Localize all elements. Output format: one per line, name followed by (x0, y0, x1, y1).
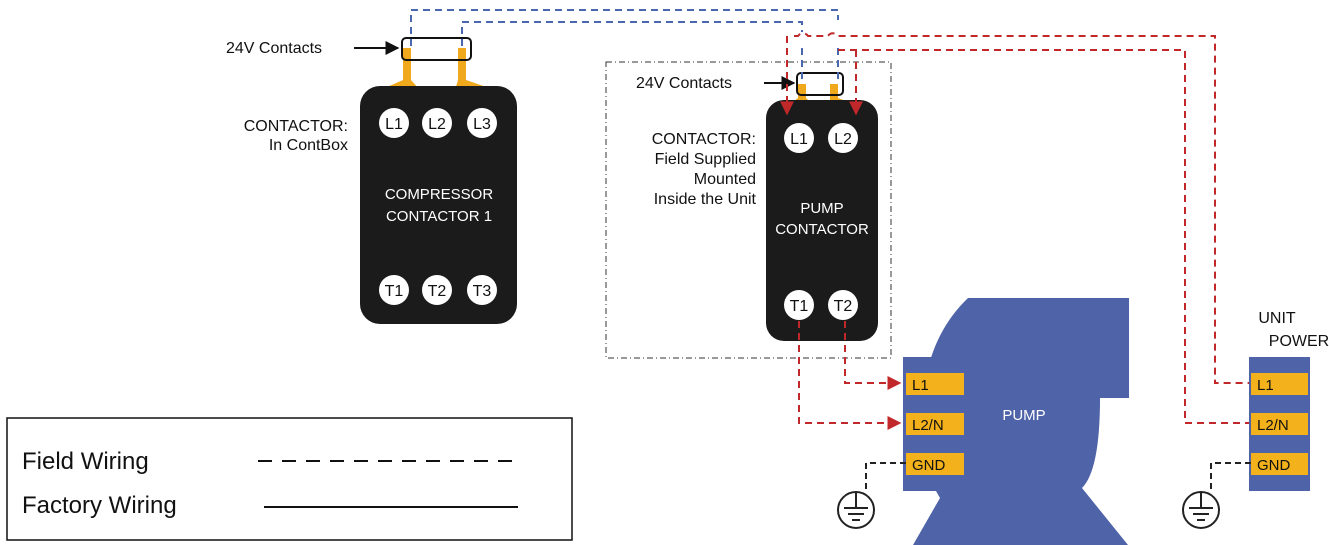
field-supplied-enclosure (605, 61, 892, 359)
compressor-terminal-t1: T1 (379, 275, 409, 305)
legend-factory-wiring-label: Factory Wiring (22, 492, 177, 519)
unit-power-terminal-gnd-label: GND (1257, 457, 1291, 474)
control-wiring (410, 9, 839, 84)
power-wire-hop-1 (794, 32, 1249, 384)
pump-contactor-terminal-l1-label: L1 (790, 131, 808, 148)
compressor-contacts-box (401, 37, 472, 61)
compressor-terminal-l3-label: L3 (473, 116, 491, 133)
compressor-terminal-t3-label: T3 (473, 283, 492, 300)
pump-contactor-terminal-t2: T2 (828, 290, 858, 320)
unit-power-terminal-gnd: GND (1251, 453, 1308, 475)
pump-contactor-label-4: Inside the Unit (654, 191, 757, 208)
compressor-contact-tab-right (455, 48, 495, 90)
compressor-terminal-t3: T3 (467, 275, 497, 305)
control-wire-outer (410, 9, 839, 46)
pump-terminal-gnd: GND (906, 453, 964, 475)
pump-contactor-title-1: PUMP (800, 200, 843, 217)
pump-contactor-terminal-t1-label: T1 (790, 298, 809, 315)
pump-terminal-l2n-label: L2/N (912, 417, 944, 434)
ground-icon (837, 491, 875, 529)
power-wire-hop-2 (838, 49, 1249, 424)
pump-contactor-label-3: Mounted (694, 171, 756, 188)
power-wire-t2-out (844, 321, 902, 390)
compressor-contactor-label-2: In ContBox (269, 137, 348, 154)
unit-power-terminal-l2n: L2/N (1251, 413, 1308, 435)
compressor-terminal-t2: T2 (422, 275, 452, 305)
pump-contactor-terminal-l2: L2 (828, 123, 858, 153)
pump-contacts-label: 24V Contacts (636, 75, 732, 92)
compressor-terminal-l1-label: L1 (385, 116, 403, 133)
pump-contactor-terminal-l1: L1 (784, 123, 814, 153)
power-wiring (780, 32, 1249, 430)
unit-power-terminal-l1: L1 (1251, 373, 1308, 395)
compressor-title-1: COMPRESSOR (385, 186, 494, 203)
compressor-terminal-l1: L1 (379, 108, 409, 138)
compressor-terminal-l2: L2 (422, 108, 452, 138)
pump-ground-wire (865, 462, 906, 490)
ground-icon (1182, 491, 1220, 529)
pump-contactor-terminal-l2-label: L2 (834, 131, 852, 148)
pump-contacts-box (796, 72, 844, 96)
compressor-terminal-t1-label: T1 (385, 283, 404, 300)
unit-power-label-2: POWER (1269, 333, 1329, 350)
pump-terminal-gnd-label: GND (912, 457, 946, 474)
unit-power-terminal-l2n-label: L2/N (1257, 417, 1289, 434)
pump-terminal-l1-label: L1 (912, 377, 929, 394)
unit-ground-wire (1210, 462, 1251, 490)
pump-terminal-l2n: L2/N (906, 413, 964, 435)
control-wire-inner (461, 21, 803, 46)
compressor-contacts-label: 24V Contacts (226, 40, 322, 57)
pump-contactor: L1 L2 PUMP CONTACTOR T1 T2 (766, 84, 878, 341)
legend-field-wiring-label: Field Wiring (22, 448, 149, 475)
pump-contactor-title-2: CONTACTOR (775, 221, 869, 238)
unit-power-label-1: UNIT (1258, 310, 1296, 327)
pump-contactor-terminal-t1: T1 (784, 290, 814, 320)
pump-contactor-label-2: Field Supplied (655, 151, 756, 168)
compressor-title-2: CONTACTOR 1 (386, 208, 492, 225)
legend: Field Wiring Factory Wiring (6, 417, 573, 541)
pump-contact-tab-right (830, 84, 854, 104)
compressor-terminal-t2-label: T2 (428, 283, 447, 300)
pump-label: PUMP (1002, 407, 1045, 424)
unit-power-terminal-l1-label: L1 (1257, 377, 1274, 394)
pump-contactor-label-1: CONTACTOR: (652, 131, 756, 148)
pump-terminal-l1: L1 (906, 373, 964, 395)
compressor-terminal-l2-label: L2 (428, 116, 446, 133)
pump-contactor-terminal-t2-label: T2 (834, 298, 853, 315)
compressor-contact-tab-left (380, 48, 420, 90)
compressor-contactor: L1 L2 L3 COMPRESSOR CONTACTOR 1 T1 T2 T3 (360, 48, 517, 324)
compressor-contactor-label-1: CONTACTOR: (244, 118, 348, 135)
power-wire-t1-out (798, 321, 902, 430)
compressor-terminal-l3: L3 (467, 108, 497, 138)
ground-wiring (865, 462, 1251, 490)
